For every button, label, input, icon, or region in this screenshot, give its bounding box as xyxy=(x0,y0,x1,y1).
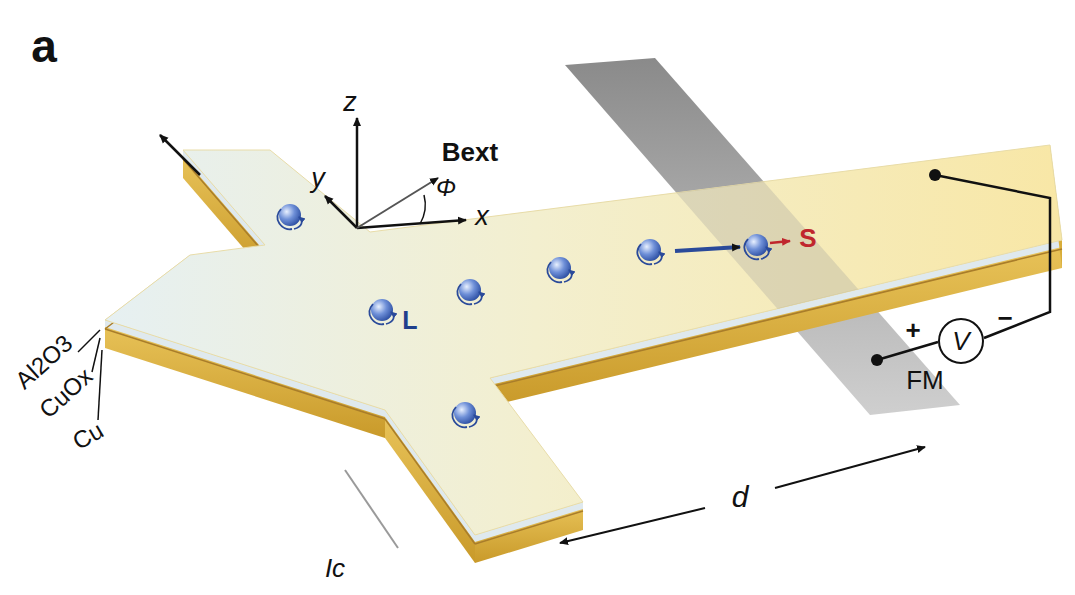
axis-label: z xyxy=(343,89,357,116)
ferromagnet-strip-overlap xyxy=(565,58,960,415)
polarity-sign: − xyxy=(997,305,1012,331)
polarity-sign: + xyxy=(905,317,920,343)
ferromagnet-label: FM xyxy=(906,367,944,393)
dimension-line xyxy=(560,508,705,543)
spin-label: S xyxy=(799,225,816,251)
voltmeter-wires xyxy=(877,175,1050,360)
orbital-label: L xyxy=(402,308,417,333)
cu-bar-top xyxy=(105,145,1062,535)
panel-letter: a xyxy=(31,23,57,69)
dimension-label: d xyxy=(732,482,749,512)
current-arrow xyxy=(160,135,200,175)
current-lead xyxy=(345,470,398,548)
voltmeter-circle: V xyxy=(938,318,984,364)
axis-label: x xyxy=(475,203,489,230)
dimension-line xyxy=(775,447,925,488)
voltmeter-symbol: V xyxy=(952,328,969,354)
orbital-moments xyxy=(277,204,768,427)
layer-label: Cu xyxy=(69,418,108,454)
angle-label: Φ xyxy=(436,176,456,200)
axis-label: y xyxy=(311,165,325,192)
spin-arrow xyxy=(770,241,790,243)
axes xyxy=(325,118,466,228)
field-label: Bext xyxy=(442,139,498,165)
layer-sides xyxy=(105,145,1062,563)
current-label: Ic xyxy=(325,555,345,581)
terminal-dot xyxy=(871,354,883,366)
terminal-dot xyxy=(929,169,941,181)
conversion-arrow xyxy=(675,247,740,251)
